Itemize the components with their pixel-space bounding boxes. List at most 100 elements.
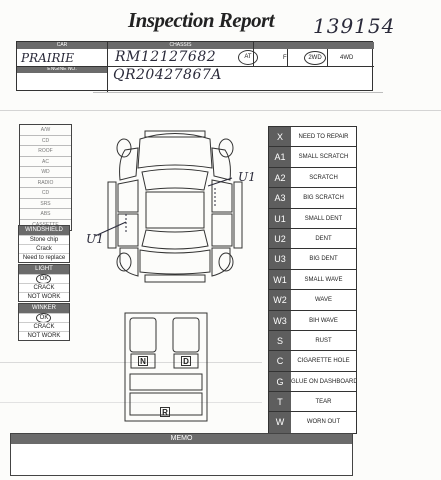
2wd-option-circled: 2WD — [304, 51, 326, 65]
legend-row: W3 BIH WAVE — [269, 310, 356, 331]
windshield-row: Stone chip — [19, 235, 69, 244]
legend-code: U2 — [269, 228, 291, 249]
rear-right-wheel-outline — [218, 252, 234, 272]
legend-desc: RUST — [315, 337, 332, 344]
legend-code: X — [269, 127, 291, 147]
legend-code: W3 — [269, 310, 291, 330]
legend-desc: SMALL SCRATCH — [298, 154, 349, 161]
light-row: NOT WORK — [19, 292, 69, 301]
left-side-skirt-outline — [107, 181, 117, 249]
interior-outline — [124, 312, 208, 422]
equipment-item: CD — [20, 136, 71, 146]
scan-line — [93, 92, 383, 93]
equipment-item: ABS — [20, 209, 71, 220]
legend-row: W2 WAVE — [269, 290, 356, 311]
car-value: PRAIRIE — [21, 51, 75, 65]
chassis-label: CHASSIS — [108, 42, 253, 49]
legend-code: W1 — [269, 269, 291, 290]
legend-desc: BIH WAVE — [309, 317, 338, 324]
winker-row: CRACK — [19, 322, 69, 331]
transmission-label — [254, 42, 374, 49]
light-header: LIGHT — [19, 265, 69, 274]
legend-code: C — [269, 351, 291, 371]
equipment-item: ROOF — [20, 146, 71, 157]
d-seat-outline — [173, 353, 199, 369]
header-hline — [17, 66, 374, 67]
windshield-header: WINDSHIELD — [19, 226, 69, 235]
passenger-seat-back-outline — [172, 317, 200, 353]
equipment-item: CASSETTE — [20, 220, 71, 231]
memo-label: MEMO — [11, 434, 352, 444]
report-title: Inspection Report — [128, 8, 275, 32]
legend-code: G — [269, 371, 291, 392]
front-left-fender-outline — [119, 147, 139, 181]
engine-label: ENGINE NO. — [17, 66, 107, 73]
legend-desc: GLUE ON DASHBOARD — [291, 378, 356, 385]
rear-right-door-outline — [211, 213, 233, 247]
roof-outline — [145, 191, 205, 229]
stock-number: 139154 — [313, 14, 396, 38]
windshield-row: Need to replace — [19, 253, 69, 262]
at-option-circled: AT — [238, 50, 258, 65]
rear-right-quarter-outline — [211, 247, 231, 277]
front-right-door-outline — [211, 179, 233, 213]
header-divider-3 — [287, 49, 288, 66]
front-left-wheel-outline — [116, 138, 132, 158]
winker-header: WINKER — [19, 304, 69, 313]
legend-desc: WAVE — [314, 297, 332, 304]
damage-code-right: U1 — [238, 170, 256, 184]
light-group: LIGHT OK CRACK NOT WORK — [18, 264, 70, 302]
engine-value: QR20427867A — [113, 67, 222, 83]
rear-left-wheel-outline — [116, 252, 132, 272]
seat-label-n: N — [138, 356, 148, 366]
header-divider-4 — [327, 49, 328, 66]
legend-desc: CIGARETTE HOLE — [297, 358, 350, 365]
scan-line — [0, 402, 262, 403]
legend-desc: SMALL DENT — [304, 215, 343, 222]
damage-leader-left — [94, 221, 127, 237]
windshield-group: WINDSHIELD Stone chip Crack Need to repl… — [18, 225, 70, 263]
legend-code: T — [269, 392, 291, 412]
4wd-option: 4WD — [340, 55, 354, 61]
seat-label-r: R — [160, 407, 170, 417]
winker-row: NOT WORK — [19, 331, 69, 340]
equipment-item: CD — [20, 188, 71, 199]
front-left-door-outline — [117, 179, 139, 213]
light-row: CRACK — [19, 283, 69, 292]
legend-desc: BIG DENT — [309, 256, 338, 263]
windshield-outline — [141, 168, 209, 191]
legend-row: S RUST — [269, 330, 356, 352]
front-right-wheel-outline — [218, 138, 234, 158]
driver-seat-back-outline — [129, 317, 157, 353]
scan-line — [0, 110, 441, 111]
hood-outline — [137, 133, 213, 169]
equipment-item: A/W — [20, 125, 71, 136]
rear-window-outline — [141, 229, 209, 250]
equipment-item: SRS — [20, 199, 71, 209]
legend-desc: TEAR — [315, 399, 332, 406]
rear-bench-back-outline — [129, 373, 203, 391]
rear-left-door-outline — [117, 213, 139, 247]
rear-bench-seat-outline — [129, 392, 203, 416]
legend-code: S — [269, 330, 291, 351]
equipment-item: WD — [20, 167, 71, 178]
header-divider-1 — [107, 42, 108, 92]
chassis-value: RM12127682 — [115, 49, 217, 65]
legend-code: U3 — [269, 249, 291, 269]
legend-code: A3 — [269, 188, 291, 208]
legend-desc: NEED TO REPAIR — [298, 134, 349, 140]
legend-row: X NEED TO REPAIR — [269, 127, 356, 148]
legend-code: W2 — [269, 290, 291, 310]
vehicle-header-box: CAR CHASSIS ENGINE NO. PRAIRIE RM1212768… — [16, 41, 374, 92]
legend-code: A2 — [269, 167, 291, 188]
damage-code-left: U1 — [86, 232, 104, 246]
memo-box: MEMO — [10, 433, 353, 476]
